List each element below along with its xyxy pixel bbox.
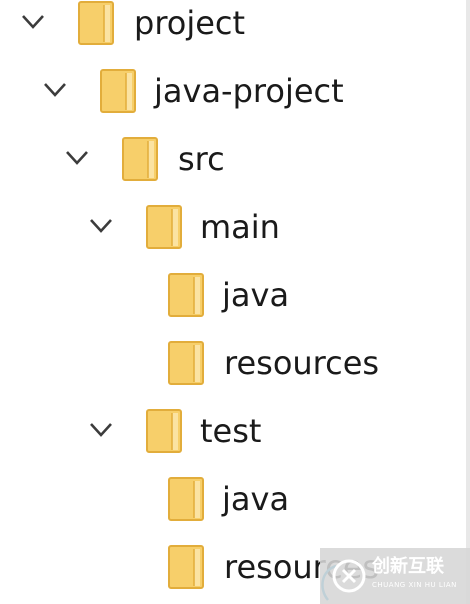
chevron-down-icon[interactable] — [18, 6, 48, 36]
folder-icon — [146, 205, 186, 249]
brand-logo-icon — [332, 559, 366, 593]
tree-row-main-java[interactable]: java — [0, 261, 466, 329]
tree-row-test-java[interactable]: java — [0, 465, 466, 533]
tree-label: project — [134, 4, 246, 42]
watermark-sub: CHUANG XIN HU LIAN — [372, 581, 457, 589]
watermark-brand: 创新互联 — [372, 556, 444, 577]
folder-icon — [168, 477, 208, 521]
folder-icon — [122, 137, 162, 181]
tree-row-main-resources[interactable]: resources — [0, 329, 466, 397]
tree-label: src — [178, 140, 225, 178]
tree-row-java-project[interactable]: java-project — [0, 57, 466, 125]
folder-icon — [78, 1, 118, 45]
tree-label: java — [222, 480, 290, 518]
folder-icon — [168, 545, 208, 589]
chevron-down-icon[interactable] — [86, 210, 116, 240]
tree-label: resources — [224, 344, 380, 382]
chevron-down-icon[interactable] — [62, 142, 92, 172]
tree-row-project[interactable]: project — [0, 0, 466, 57]
watermark: 创新互联 CHUANG XIN HU LIAN — [320, 548, 470, 604]
folder-icon — [100, 69, 140, 113]
chevron-down-icon[interactable] — [86, 414, 116, 444]
tree-label: test — [200, 412, 262, 450]
folder-icon — [168, 273, 208, 317]
pane-edge — [466, 0, 470, 604]
tree-row-src[interactable]: src — [0, 125, 466, 193]
tree-row-main[interactable]: main — [0, 193, 466, 261]
tree-label: java-project — [154, 72, 344, 110]
folder-icon — [168, 341, 208, 385]
folder-icon — [146, 409, 186, 453]
chevron-down-icon[interactable] — [40, 74, 70, 104]
tree-label: java — [222, 276, 290, 314]
tree-row-test[interactable]: test — [0, 397, 466, 465]
tree-label: main — [200, 208, 280, 246]
